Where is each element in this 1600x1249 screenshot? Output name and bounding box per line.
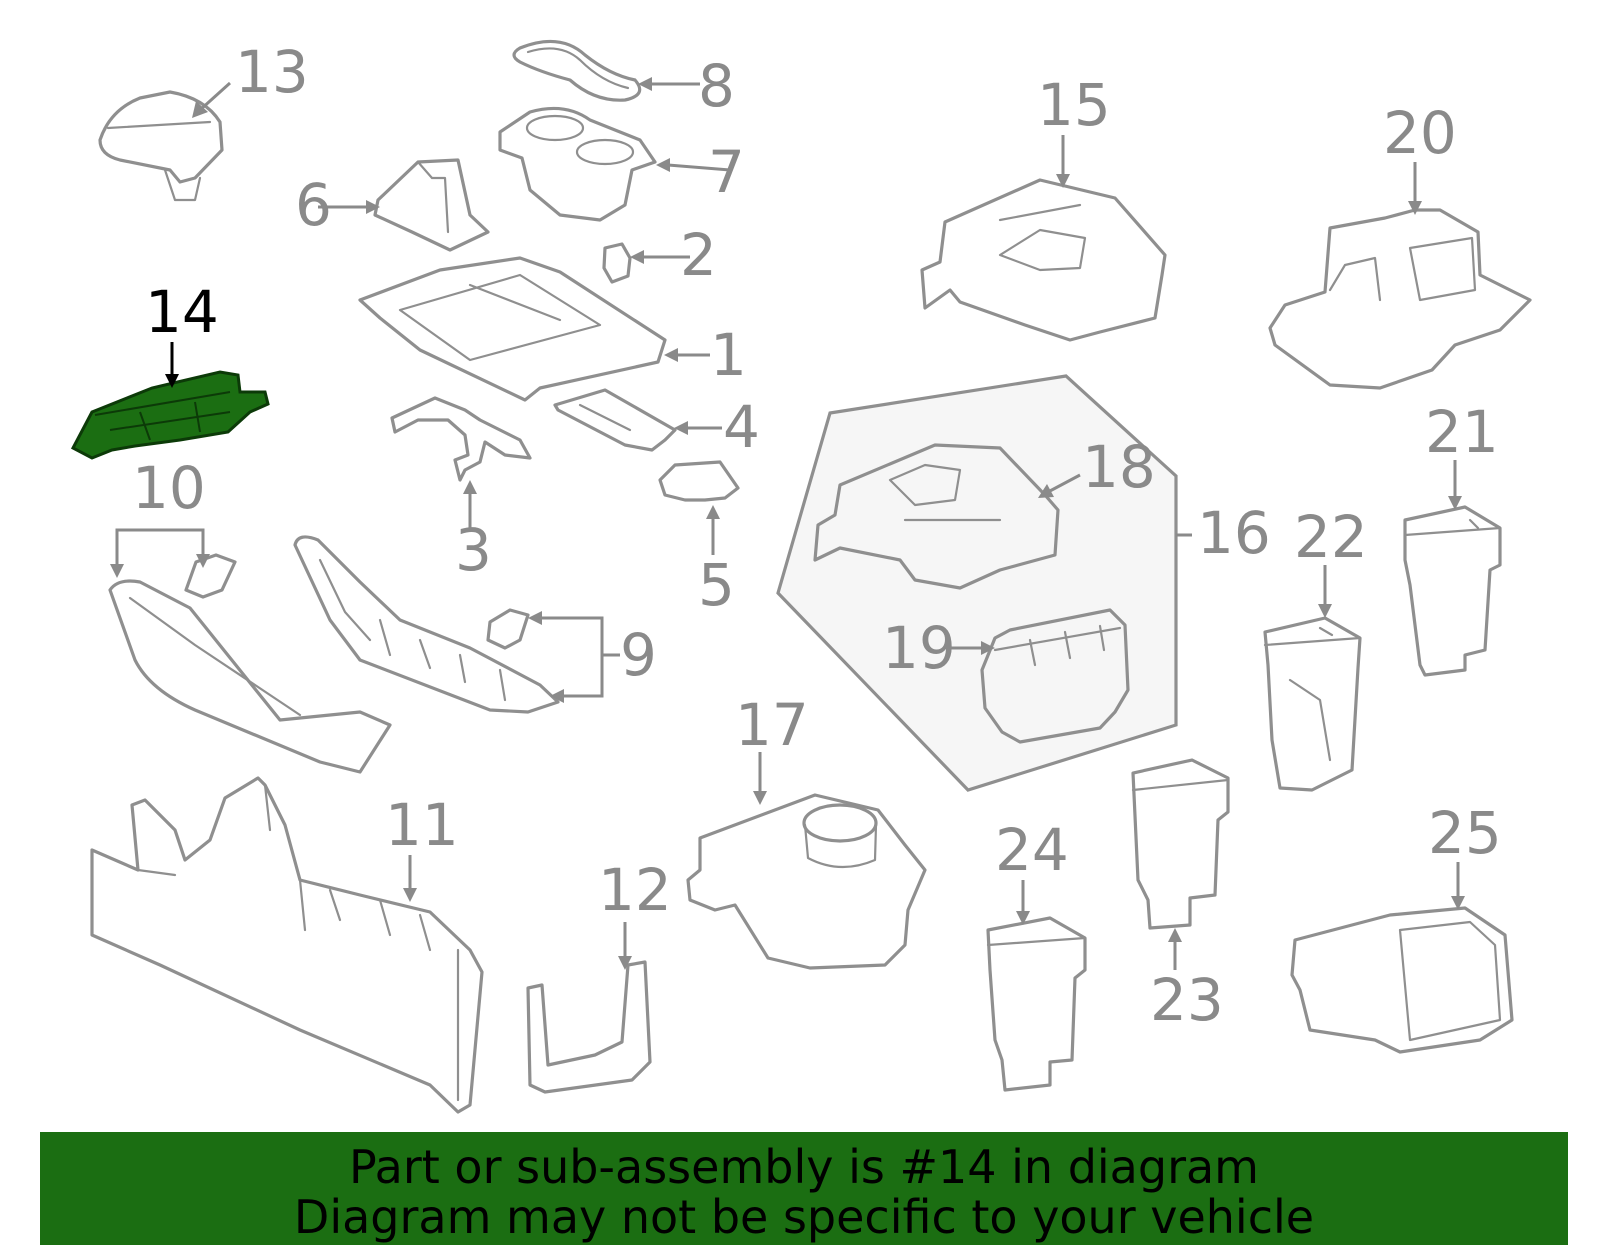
callout-13: 13 [235, 38, 309, 106]
callout-9: 9 [620, 621, 657, 689]
part-9-clip[interactable] [486, 608, 530, 650]
part-19[interactable] [980, 608, 1130, 744]
part-25[interactable] [1290, 906, 1514, 1054]
callout-4: 4 [723, 393, 760, 461]
part-6[interactable] [373, 158, 490, 252]
callout-6: 6 [295, 171, 332, 239]
leader-lines [110, 77, 1465, 970]
callout-11: 11 [385, 791, 459, 859]
part-10-clip[interactable] [184, 553, 237, 599]
part-24[interactable] [986, 916, 1087, 1092]
part-21[interactable] [1403, 505, 1502, 677]
notice-line-2: Diagram may not be specific to your vehi… [293, 1190, 1315, 1244]
callout-15: 15 [1037, 71, 1111, 139]
part-16-group-outline [776, 374, 1178, 792]
part-notice-banner: Part or sub-assembly is #14 in diagram D… [40, 1132, 1568, 1245]
part-3[interactable] [390, 396, 532, 482]
part-23[interactable] [1131, 758, 1230, 930]
part-15[interactable] [920, 178, 1167, 342]
parts-diagram: 13 8 7 6 2 1 4 3 5 14 10 9 11 12 15 20 1… [70, 38, 1532, 1114]
callout-16: 16 [1197, 499, 1271, 567]
part-14-highlighted[interactable] [70, 370, 270, 460]
part-4[interactable] [553, 388, 677, 452]
callout-19: 19 [882, 614, 956, 682]
callout-20: 20 [1383, 99, 1457, 167]
part-17[interactable] [686, 793, 927, 970]
callout-18: 18 [1082, 433, 1156, 501]
callout-2: 2 [680, 221, 717, 289]
callout-5: 5 [698, 551, 735, 619]
callout-7: 7 [708, 138, 745, 206]
callout-25: 25 [1428, 799, 1502, 867]
part-7[interactable] [498, 106, 657, 222]
callout-23: 23 [1150, 966, 1224, 1034]
part-9-bracket[interactable] [293, 535, 560, 714]
part-2[interactable] [602, 242, 632, 284]
callout-1: 1 [710, 321, 747, 389]
part-10-trim[interactable] [108, 579, 392, 774]
part-13[interactable] [98, 90, 224, 202]
part-12[interactable] [526, 960, 652, 1094]
part-20[interactable] [1268, 208, 1532, 390]
callout-21: 21 [1425, 398, 1499, 466]
callout-22: 22 [1294, 503, 1368, 571]
callout-labels: 13 8 7 6 2 1 4 3 5 14 10 9 11 12 15 20 1… [132, 38, 1502, 1034]
callout-10: 10 [132, 454, 206, 522]
part-5[interactable] [658, 460, 740, 502]
part-11[interactable] [90, 776, 484, 1114]
part-8[interactable] [512, 39, 642, 102]
part-22[interactable] [1263, 616, 1362, 792]
callout-14: 14 [145, 278, 219, 346]
part-1[interactable] [358, 256, 667, 402]
callout-8: 8 [698, 52, 735, 120]
callout-17: 17 [735, 691, 809, 759]
callout-3: 3 [455, 516, 492, 584]
notice-line-1: Part or sub-assembly is #14 in diagram [349, 1140, 1259, 1194]
callout-12: 12 [598, 856, 672, 924]
callout-24: 24 [995, 816, 1069, 884]
part-18[interactable] [813, 443, 1060, 590]
